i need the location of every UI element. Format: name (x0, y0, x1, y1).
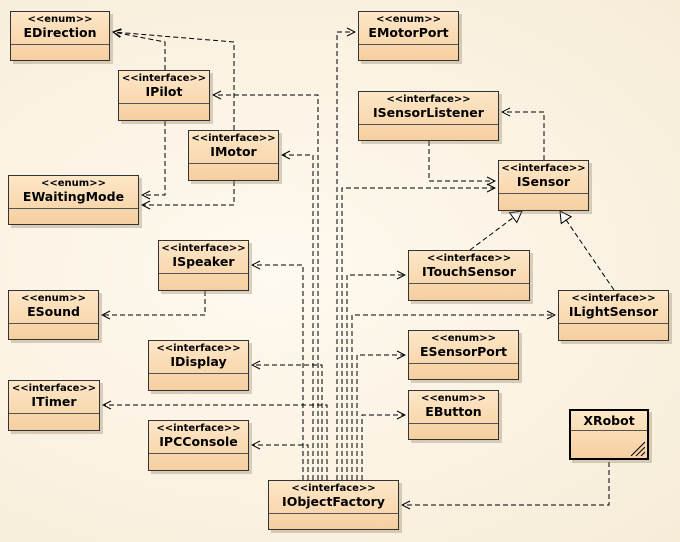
class-name: EWaitingMode (22, 189, 125, 204)
class-name: IMotor (210, 144, 257, 159)
class-IDisplay[interactable]: <<interface>> IDisplay (148, 340, 249, 391)
class-name: ESensorPort (420, 344, 507, 359)
edge-IObjectFactory-to-IPCConsole (252, 445, 309, 480)
edge-XRobot-to-IObjectFactory (402, 462, 610, 505)
class-EDirection[interactable]: <<enum>> EDirection (10, 11, 110, 61)
edge-IObjectFactory-to-ISpeaker (252, 265, 304, 480)
edge-IPilot-to-EWaitingMode (142, 121, 166, 195)
stereotype: <<interface>> (161, 243, 246, 254)
stereotype: <<enum>> (421, 393, 486, 404)
edge-ISensor-to-ISensorListener (502, 112, 545, 160)
class-ISensorListener[interactable]: <<interface>> ISensorListener (358, 91, 499, 141)
class-name: ILightSensor (568, 304, 659, 319)
class-XRobot[interactable]: XRobot (569, 409, 649, 460)
stereotype: <<interface>> (121, 73, 207, 84)
class-ESensorPort[interactable]: <<enum>> ESensorPort (408, 330, 519, 380)
edge-IObjectFactory-to-ITimer (103, 405, 328, 480)
class-EMotorPort[interactable]: <<enum>> EMotorPort (358, 11, 459, 61)
stereotype: <<interface>> (156, 343, 241, 354)
edge-IObjectFactory-to-IPilot (213, 95, 319, 480)
class-name: ESound (27, 304, 80, 319)
edge-IObjectFactory-to-ISensor (341, 188, 495, 480)
stereotype: <<enum>> (376, 14, 441, 25)
class-name: ISensor (516, 174, 571, 189)
class-ISpeaker[interactable]: <<interface>> ISpeaker (158, 240, 249, 291)
class-ESound[interactable]: <<enum>> ESound (8, 290, 99, 340)
edge-IObjectFactory-to-EButton (361, 415, 405, 480)
class-name: ISpeaker (172, 254, 235, 269)
class-ISensor[interactable]: <<interface>> ISensor (498, 160, 589, 211)
class-IObjectFactory[interactable]: <<interface>> IObjectFactory (268, 480, 399, 530)
edge-IObjectFactory-to-EMotorPort (336, 32, 355, 480)
stereotype: <<interface>> (386, 94, 471, 105)
stereotype: <<interface>> (501, 163, 586, 174)
edge-ISpeaker-to-ESound (102, 291, 206, 315)
edge-IObjectFactory-to-ITouchSensor (346, 275, 405, 480)
class-name: ITimer (31, 394, 77, 409)
class-IPCConsole[interactable]: <<interface>> IPCConsole (148, 420, 249, 471)
active-class-corner-icon (630, 441, 645, 456)
stereotype: <<enum>> (431, 333, 496, 344)
class-name: ISensorListener (373, 105, 484, 120)
class-name: IObjectFactory (282, 494, 385, 509)
edge-ITouchSensor-to-ISensor (469, 210, 523, 251)
edge-IObjectFactory-to-ILightSensor (351, 315, 555, 480)
class-IPilot[interactable]: <<interface>> IPilot (118, 70, 210, 121)
class-name: EButton (425, 404, 482, 419)
class-EWaitingMode[interactable]: <<enum>> EWaitingMode (8, 175, 139, 225)
class-EButton[interactable]: <<enum>> EButton (408, 390, 499, 440)
class-name: EDirection (23, 25, 97, 40)
edge-IMotor-to-EDirection (113, 32, 235, 130)
stereotype: <<interface>> (191, 133, 276, 144)
stereotype: <<interface>> (156, 423, 241, 434)
edge-IMotor-to-EWaitingMode (142, 181, 235, 205)
stereotype: <<interface>> (11, 383, 97, 394)
class-name: EMotorPort (368, 25, 449, 40)
class-name: ITouchSensor (422, 264, 516, 279)
edge-ISensorListener-to-ISensor (428, 141, 495, 181)
class-name: IDisplay (170, 354, 227, 369)
stereotype: <<interface>> (291, 483, 376, 494)
class-name: IPilot (145, 84, 183, 99)
edge-ILightSensor-to-ISensor (559, 210, 615, 291)
class-ITimer[interactable]: <<interface>> ITimer (8, 380, 100, 431)
stereotype: <<enum>> (27, 14, 93, 25)
class-ITouchSensor[interactable]: <<interface>> ITouchSensor (408, 250, 530, 301)
stereotype: <<enum>> (21, 293, 86, 304)
edge-IObjectFactory-to-ESensorPort (356, 355, 405, 480)
stereotype: <<interface>> (426, 253, 512, 264)
class-name: IPCConsole (159, 434, 238, 449)
stereotype: <<enum>> (41, 178, 106, 189)
class-name: XRobot (583, 413, 635, 428)
edge-IObjectFactory-to-IMotor (282, 155, 314, 480)
edge-IPilot-to-EDirection (113, 32, 166, 70)
class-ILightSensor[interactable]: <<interface>> ILightSensor (558, 290, 669, 341)
class-IMotor[interactable]: <<interface>> IMotor (188, 130, 279, 181)
edge-IObjectFactory-to-IDisplay (252, 365, 323, 480)
stereotype: <<interface>> (571, 293, 656, 304)
